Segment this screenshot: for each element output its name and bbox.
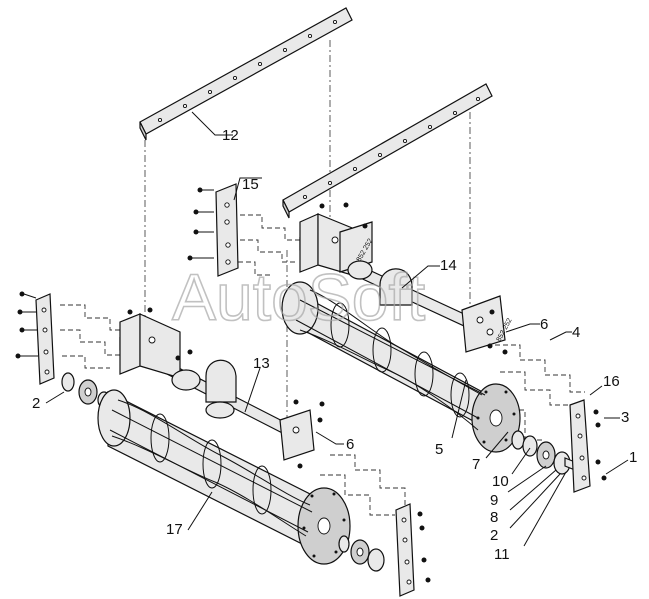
mounting-bar-front [282,83,493,219]
right-end-plate-16 [569,399,607,493]
callout-16: 16 [603,373,620,390]
callout-7: 7 [472,456,480,473]
lower-drum-17 [97,389,351,565]
callout-3: 3 [621,409,629,426]
callout-12: 12 [222,127,239,144]
callout-17: 17 [166,521,183,538]
lower-shaft-tube-13 [119,307,325,469]
callout-5: 5 [435,441,443,458]
left-end-plate [15,291,55,385]
callout-4: 4 [572,324,580,341]
right-bearing-stack [511,430,576,475]
callout-2-left: 2 [32,395,40,412]
callout-8: 8 [490,509,498,526]
callout-15: 15 [242,176,259,193]
callout-14: 14 [440,257,457,274]
callout-6-top: 6 [540,316,548,333]
callout-labels: 12 15 14 6 4 16 3 1 13 2 6 5 7 10 9 8 2 … [32,127,637,563]
upper-bearing-plate-15 [187,183,239,277]
callout-9: 9 [490,492,498,509]
callout-2-right: 2 [490,527,498,544]
callout-11: 11 [494,546,510,563]
callout-10: 10 [492,473,509,490]
leader-lines [45,111,629,547]
upper-shaft-tube: 852 252 852 252 [299,202,514,355]
callout-13: 13 [253,355,270,372]
callout-1: 1 [629,449,637,466]
lower-right-end-plate [395,503,431,597]
upper-drum-5 [281,281,521,453]
watermark: AutoSoft [172,260,425,334]
lower-bearing-stack [338,535,385,572]
mounting-bar-rear [139,7,353,141]
callout-6-mid: 6 [346,436,354,453]
